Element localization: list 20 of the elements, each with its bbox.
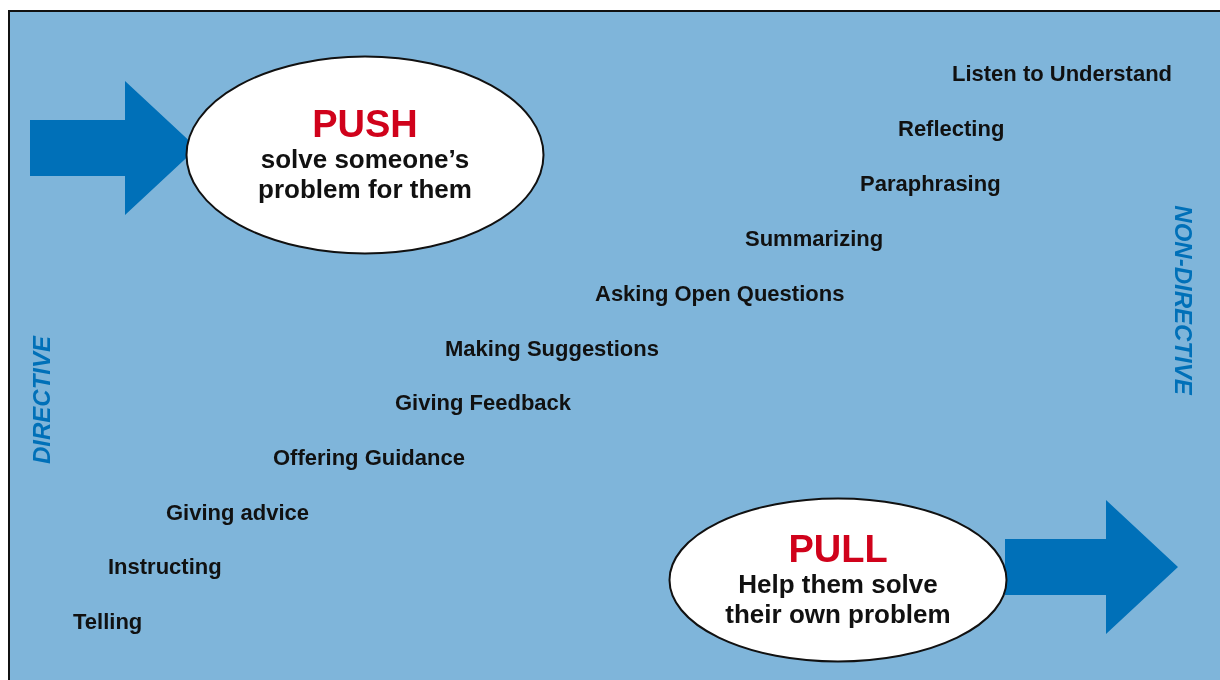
skill-label: Telling (73, 609, 143, 635)
skill-label: Giving Feedback (395, 390, 572, 416)
ellipse-node (185, 55, 545, 255)
skill-label: Instructing (108, 554, 222, 580)
skill-label: Giving advice (166, 500, 310, 526)
skill-label: Listen to Understand (952, 61, 1172, 87)
skill-label: Reflecting (898, 116, 1005, 142)
skill-label: Paraphrasing (860, 171, 1001, 197)
node-title: PUSH (312, 105, 418, 146)
node-text: Help them solve their own problem (724, 570, 952, 630)
axis-label: NON-DIRECTIVE (1168, 205, 1197, 395)
axis-label: DIRECTIVE (28, 336, 56, 464)
node-title: PULL (788, 530, 888, 571)
node-text: solve someone’s problem for them (257, 145, 473, 205)
skill-label: Asking Open Questions (595, 281, 845, 307)
block-arrow (1005, 500, 1178, 634)
skill-label: Making Suggestions (445, 336, 659, 362)
skill-label: Summarizing (745, 226, 884, 252)
ellipse-node (668, 497, 1008, 663)
skill-label: Offering Guidance (273, 445, 465, 471)
